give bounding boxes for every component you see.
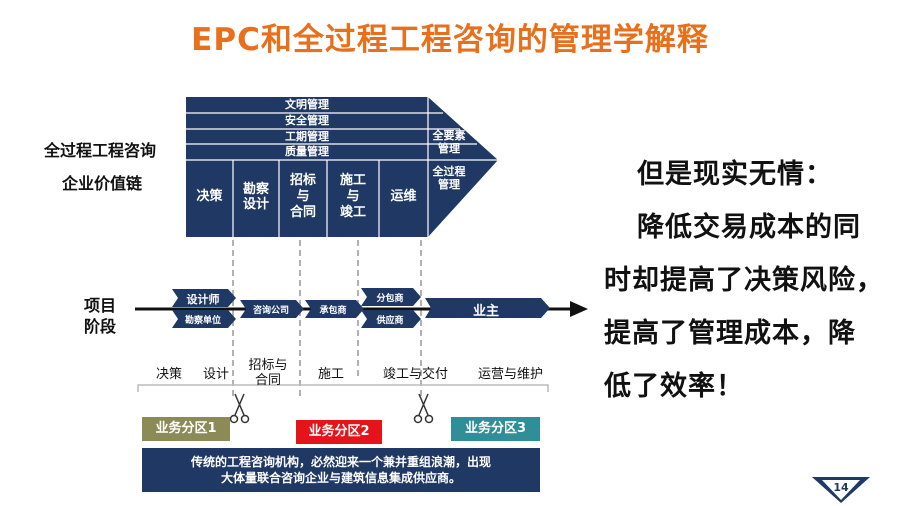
actor-surveyor: 勘察单位 [184, 316, 221, 326]
all-process-management: 全过程 管理 [432, 165, 466, 191]
row-schedule: 工期管理 [285, 130, 329, 143]
scissors-icon [413, 393, 434, 424]
actor-contractor: 承包商 [319, 306, 347, 316]
phase-design: 设计 [203, 367, 230, 382]
scissors-icon [229, 393, 250, 424]
project-stage-label-line1: 项目 [84, 296, 117, 315]
right-text-line5: 低了效率！ [604, 371, 744, 402]
page-number: 14 [833, 481, 849, 494]
value-chain-arrow [186, 97, 498, 237]
right-text-line2: 降低交易成本的同 [637, 212, 861, 243]
phase-bidding: 招标与 合同 [248, 358, 288, 388]
stage-survey-design: 勘察 设计 [242, 182, 269, 212]
all-element-management: 全要素 管理 [432, 129, 466, 155]
phase-operation: 运营与维护 [478, 367, 544, 382]
stage-decision: 决策 [196, 189, 223, 204]
actor-subcontractor: 分包商 [376, 294, 404, 304]
phase-completion: 竣工与交付 [383, 367, 449, 382]
footnote-text: 传统的工程咨询机构，必然迎来一个兼并重组浪潮，出现 大体量联合咨询企业与建筑信息… [190, 455, 491, 485]
actor-designer: 设计师 [186, 293, 220, 306]
phase-decision: 决策 [156, 367, 183, 382]
right-text-line4: 提高了管理成本，降 [604, 318, 856, 349]
slide-title: EPC和全过程工程咨询的管理学解释 [191, 22, 709, 58]
row-civilized: 文明管理 [285, 98, 329, 111]
stage-construction: 施工 与 竣工 [339, 173, 366, 220]
stage-operation: 运维 [390, 189, 417, 204]
value-chain-label-line1: 全过程工程咨询 [44, 141, 157, 160]
phase-construction: 施工 [318, 367, 345, 382]
zone-2-box: 业务分区2 [296, 420, 382, 444]
row-quality: 质量管理 [285, 145, 329, 158]
right-text-line1: 但是现实无情： [637, 159, 833, 190]
zone-1-box: 业务分区1 [142, 417, 230, 441]
actor-supplier: 供应商 [376, 316, 404, 326]
stage-bidding: 招标 与 合同 [289, 173, 316, 220]
actor-consultant: 咨询公司 [252, 306, 289, 316]
actor-owner: 业主 [472, 304, 499, 319]
value-chain-label-line2: 企业价值链 [62, 174, 143, 193]
project-stage-label-line2: 阶段 [84, 317, 117, 336]
row-safety: 安全管理 [285, 114, 329, 127]
footnote-box: 传统的工程咨询机构，必然迎来一个兼并重组浪潮，出现 大体量联合咨询企业与建筑信息… [142, 448, 540, 492]
right-text-line3: 时却提高了决策风险， [604, 265, 884, 296]
zone-3-box: 业务分区3 [451, 417, 540, 441]
